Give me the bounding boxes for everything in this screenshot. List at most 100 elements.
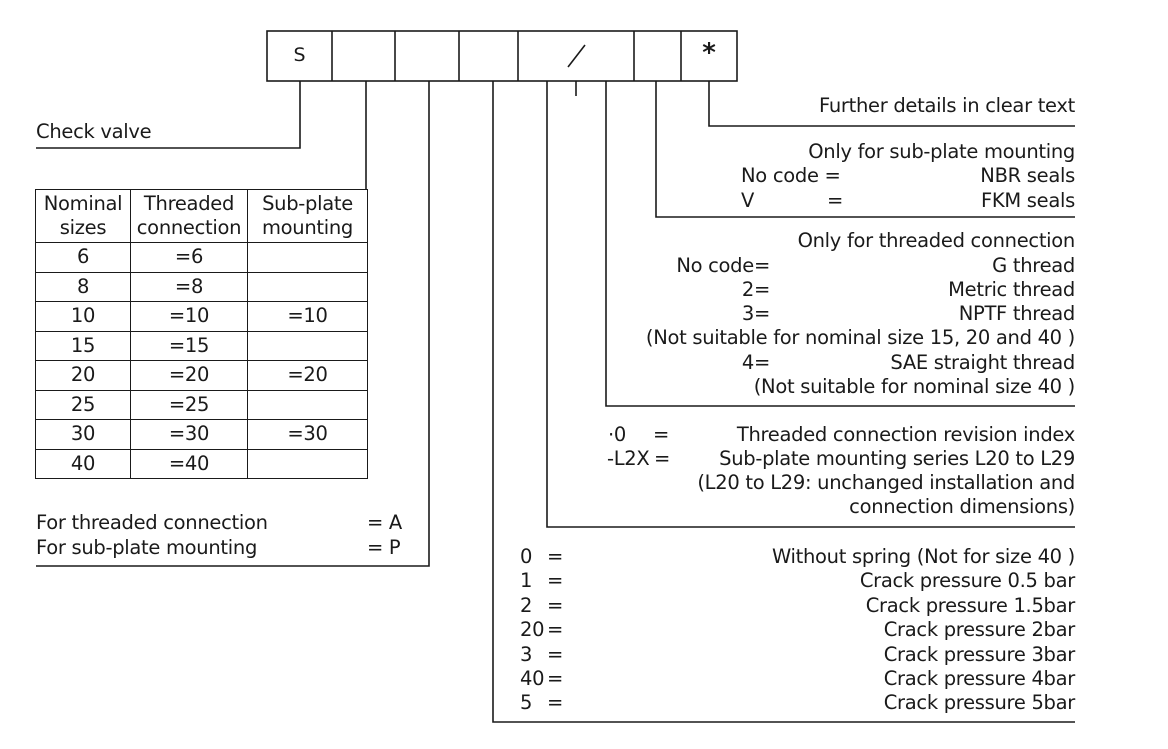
- thread-value-1: Metric thread: [948, 278, 1075, 301]
- leader-further-details: [708, 81, 1075, 127]
- cell-threaded: =20: [130, 360, 248, 391]
- code-box-asterisk: *: [702, 38, 716, 68]
- seals-value-0: NBR seals: [980, 164, 1075, 187]
- spring-code-3: 20: [520, 618, 545, 641]
- cell-threaded: =25: [130, 389, 248, 420]
- spring-code-6: 5: [520, 691, 533, 714]
- cell-threaded: =40: [130, 448, 248, 479]
- spring-eq-5: =: [547, 667, 564, 690]
- thread-note-sae: (Not suitable for nominal size 40 ): [753, 375, 1076, 398]
- further-details-label: Further details in clear text: [819, 94, 1075, 117]
- spring-code-1: 1: [520, 569, 533, 592]
- revision-code-1: -L2X: [607, 447, 650, 470]
- seals-heading: Only for sub-plate mounting: [808, 140, 1075, 163]
- cell-size: 30: [35, 419, 131, 450]
- spring-value-4: Crack pressure 3bar: [883, 643, 1076, 666]
- cell-size: 15: [35, 330, 131, 361]
- spring-value-2: Crack pressure 1.5bar: [865, 594, 1076, 617]
- table-row: 6=6: [35, 242, 368, 273]
- cell-subplate: [247, 242, 368, 273]
- spring-value-5: Crack pressure 4bar: [883, 667, 1076, 690]
- thread-code-4: 4=: [741, 351, 770, 374]
- table-row: 40=40: [35, 448, 368, 479]
- connection-threaded-code: = A: [367, 511, 402, 534]
- spring-eq-1: =: [547, 569, 564, 592]
- cell-subplate: [247, 271, 368, 302]
- revision-code-0: ·0: [608, 423, 627, 446]
- seals-code-1: V: [741, 189, 755, 212]
- cell-size: 10: [35, 301, 131, 332]
- seals-code-0: No code =: [741, 164, 841, 187]
- leader-revision: [546, 81, 1075, 528]
- cell-subplate: [247, 389, 368, 420]
- cell-size: 6: [35, 242, 131, 273]
- thread-heading: Only for threaded connection: [797, 229, 1076, 252]
- leader-connection-type: [36, 81, 430, 567]
- spring-value-0: Without spring (Not for size 40 ): [771, 545, 1075, 568]
- cell-subplate: =20: [247, 360, 368, 391]
- cell-size: 40: [35, 448, 131, 479]
- spring-value-1: Crack pressure 0.5 bar: [859, 569, 1075, 592]
- revision-note-1: connection dimensions): [849, 495, 1075, 518]
- cell-threaded: =10: [130, 301, 248, 332]
- spring-code-2: 2: [520, 594, 533, 617]
- connection-threaded-label: For threaded connection: [36, 511, 268, 534]
- thread-code-2: 3=: [741, 302, 770, 325]
- table-row: 8=8: [35, 271, 368, 302]
- connection-subplate-label: For sub-plate mounting: [36, 536, 258, 559]
- cell-size: 20: [35, 360, 131, 391]
- leader-seals: [655, 81, 1075, 218]
- cell-threaded: =15: [130, 330, 248, 361]
- spring-eq-4: =: [547, 643, 564, 666]
- table-row: 25=25: [35, 389, 368, 420]
- thread-value-0: G thread: [992, 254, 1075, 277]
- revision-note-0: (L20 to L29: unchanged installation and: [697, 471, 1075, 494]
- spring-eq-6: =: [547, 691, 564, 714]
- thread-code-0: No code=: [676, 254, 770, 277]
- leader-thread: [605, 81, 1075, 407]
- revision-eq-0: =: [653, 423, 670, 446]
- cell-threaded: =30: [130, 419, 248, 450]
- check-valve-label: Check valve: [36, 120, 152, 143]
- code-box-frame: [266, 30, 738, 82]
- seals-value-1: FKM seals: [980, 189, 1075, 212]
- thread-code-1: 2=: [741, 278, 770, 301]
- revision-eq-1: =: [654, 447, 671, 470]
- cell-subplate: [247, 448, 368, 479]
- spring-eq-2: =: [547, 594, 564, 617]
- spring-code-4: 3: [520, 643, 533, 666]
- connection-subplate-code: = P: [367, 536, 401, 559]
- spring-eq-0: =: [547, 545, 564, 568]
- table-row: 30=30=30: [35, 419, 368, 450]
- leader-check-valve: [36, 81, 301, 149]
- leader-spring: [492, 81, 1075, 723]
- code-box-s: S: [293, 44, 306, 66]
- cell-subplate: =10: [247, 301, 368, 332]
- revision-value-0: Threaded connection revision index: [736, 423, 1075, 446]
- cell-size: 25: [35, 389, 131, 420]
- cell-threaded: =8: [130, 271, 248, 302]
- thread-note-nptf: (Not suitable for nominal size 15, 20 an…: [645, 326, 1075, 349]
- table-row: 15=15: [35, 330, 368, 361]
- cell-threaded: =6: [130, 242, 248, 273]
- seals-eq-1: =: [827, 189, 844, 212]
- cell-subplate: [247, 330, 368, 361]
- revision-value-1: Sub-plate mounting series L20 to L29: [719, 447, 1075, 470]
- spring-code-0: 0: [520, 545, 533, 568]
- thread-value-4: SAE straight thread: [890, 351, 1075, 374]
- spring-code-5: 40: [520, 667, 545, 690]
- thread-value-2: NPTF thread: [958, 302, 1076, 325]
- table-row: 10=10=10: [35, 301, 368, 332]
- separator-slash: [567, 44, 586, 68]
- spring-value-6: Crack pressure 5bar: [883, 691, 1076, 714]
- spring-value-3: Crack pressure 2bar: [883, 618, 1076, 641]
- spring-eq-3: =: [547, 618, 564, 641]
- cell-subplate: =30: [247, 419, 368, 450]
- table-row: 20=20=20: [35, 360, 368, 391]
